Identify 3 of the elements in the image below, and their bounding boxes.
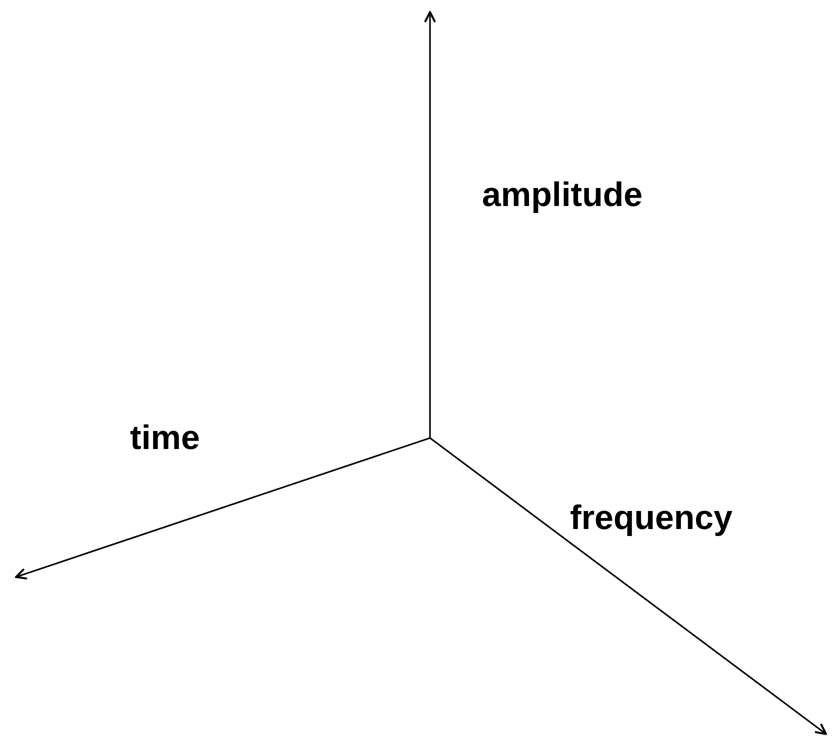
axis-label: frequency [570,501,732,535]
axis-label: amplitude [482,178,643,212]
axis-label: time [130,421,200,455]
